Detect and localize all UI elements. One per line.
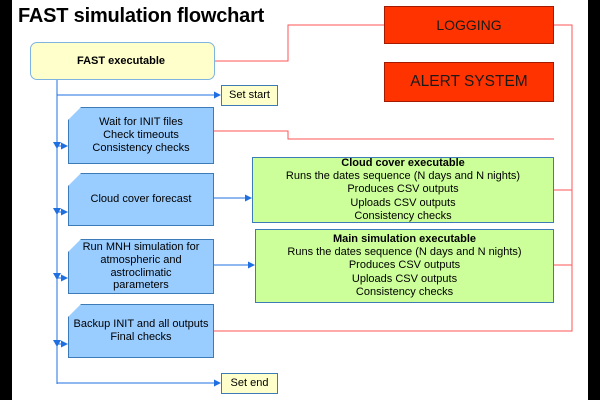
set-end-label: Set end — [230, 377, 269, 390]
corner-cut — [68, 304, 81, 317]
connector-lines — [53, 24, 573, 387]
set-start-label: Set start — [229, 89, 270, 102]
main-simulation-line: Runs the dates sequence (N days and N ni… — [287, 246, 522, 259]
fast-executable-label: FAST executable — [77, 54, 166, 67]
step-backup: Backup INIT and all outputs Final checks — [68, 304, 214, 358]
step-line: parameters — [113, 279, 169, 292]
step-line: Wait for INIT files — [99, 116, 183, 129]
main-simulation-line: Uploads CSV outputs — [351, 272, 458, 285]
step-line: Consistency checks — [92, 141, 190, 154]
logging-link-exe — [215, 24, 384, 62]
cloud-cover-line: Uploads CSV outputs — [350, 196, 456, 209]
logging-label: LOGGING — [436, 16, 502, 33]
step-wait-init: Wait for INIT files Check timeouts Consi… — [68, 107, 214, 164]
logging-link-step1 — [214, 130, 554, 140]
alert-system-label: ALERT SYSTEM — [410, 72, 528, 90]
step-line: Cloud cover forecast — [90, 193, 192, 206]
down-arrow — [53, 208, 61, 215]
main-simulation-line: Consistency checks — [355, 285, 454, 298]
flowchart-slide: FAST simulation flowchart FAST executabl… — [12, 0, 588, 400]
step-line: Run MNH simulation for — [82, 240, 200, 253]
corner-cut — [68, 107, 81, 120]
step-line: Check timeouts — [103, 129, 179, 142]
corner-cut — [68, 239, 81, 252]
logging-link-right — [554, 24, 573, 266]
step-line: Final checks — [110, 331, 172, 343]
step-cloud-forecast: Cloud cover forecast — [68, 173, 214, 226]
main-simulation-heading: Main simulation executable — [332, 233, 477, 246]
page-title: FAST simulation flowchart — [18, 5, 265, 27]
fast-executable-box: FAST executable — [30, 42, 215, 80]
cloud-cover-line: Consistency checks — [354, 209, 452, 222]
logging-box: LOGGING — [384, 6, 554, 44]
corner-cut — [68, 173, 81, 186]
cloud-cover-line: Runs the dates sequence (N days and N ni… — [285, 170, 521, 183]
alert-system-box: ALERT SYSTEM — [384, 62, 554, 102]
main-simulation-executable-box: Main simulation executable Runs the date… — [255, 229, 554, 303]
step-line: Backup INIT and all outputs — [73, 318, 209, 331]
logging-link-backup — [214, 265, 573, 332]
cloud-cover-heading: Cloud cover executable — [341, 157, 465, 170]
cloud-cover-line: Produces CSV outputs — [347, 183, 459, 196]
down-arrow — [53, 273, 61, 280]
flow-down-arrows — [53, 142, 61, 347]
down-arrow — [53, 340, 61, 347]
logging-connectors — [214, 24, 573, 332]
down-arrow — [53, 142, 61, 149]
step-line: atmospheric and astroclimatic — [100, 253, 182, 279]
main-simulation-line: Produces CSV outputs — [348, 259, 461, 272]
set-start-box: Set start — [221, 85, 278, 106]
cloud-cover-executable-box: Cloud cover executable Runs the dates se… — [252, 157, 554, 223]
set-end-box: Set end — [221, 373, 278, 394]
step-run-mnh: Run MNH simulation for atmospheric and a… — [68, 239, 214, 294]
